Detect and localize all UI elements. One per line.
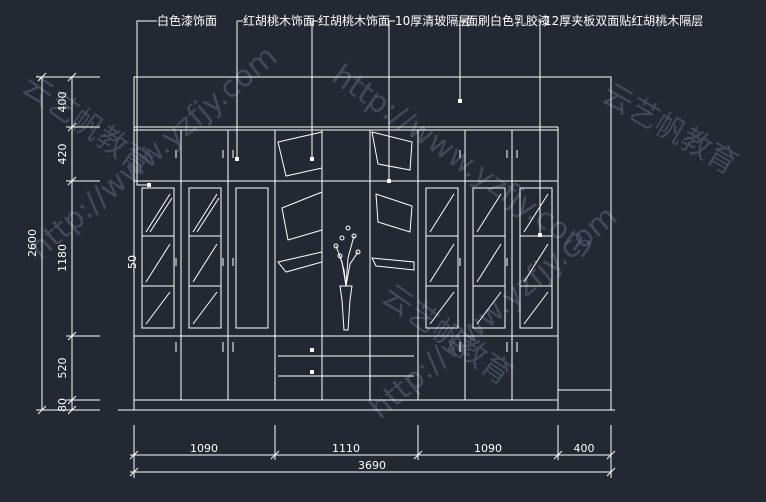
callout-glass-shelf: 10厚清玻隔层 <box>395 14 470 28</box>
callout-white-paint: 白色漆饰面 <box>157 13 217 28</box>
glass-doors <box>141 187 553 329</box>
vase-ornament <box>333 225 361 331</box>
callout-leaders <box>136 20 541 235</box>
height-seg-1: 400 <box>56 92 69 113</box>
height-seg-4: 520 <box>56 358 69 379</box>
width-seg-4: 400 <box>574 442 595 455</box>
callout-walnut-veneer-2: 红胡桃木饰面 <box>318 13 390 28</box>
width-dimension-texts: 1090 1110 1090 400 3690 <box>190 442 595 472</box>
width-dimension-lines <box>129 425 616 478</box>
center-display-unit <box>277 130 415 377</box>
width-seg-3: 1090 <box>474 442 502 455</box>
callout-walnut-veneer-1: 红胡桃木饰面 <box>243 13 315 28</box>
height-seg-2: 420 <box>56 144 69 165</box>
height-seg-5: 80 <box>56 398 69 412</box>
width-seg-1: 1090 <box>190 442 218 455</box>
watermark-brand-1: 云艺帆教育 <box>596 77 743 182</box>
height-total: 2600 <box>26 229 39 257</box>
callout-markers <box>147 99 542 374</box>
door-handles <box>175 150 518 352</box>
height-seg-3: 1180 <box>56 244 69 272</box>
callout-latex-paint: 面刷白色乳胶漆 <box>466 13 550 28</box>
side-note: 50 <box>126 255 139 269</box>
callout-labels: 白色漆饰面 红胡桃木饰面 红胡桃木饰面 10厚清玻隔层 面刷白色乳胶漆 12厚夹… <box>157 13 703 28</box>
width-seg-2: 1110 <box>332 442 360 455</box>
height-dimension-texts: 2600 400 420 1180 520 80 50 <box>26 92 139 413</box>
watermark-layer: http://www.yzfjy.com http://www.yzfjy.co… <box>15 39 743 426</box>
callout-plywood-shelf: 12厚夹板双面贴红胡桃木隔层 <box>544 13 703 28</box>
linework <box>36 20 616 478</box>
height-dimension-lines <box>36 72 100 415</box>
width-total: 3690 <box>358 459 386 472</box>
